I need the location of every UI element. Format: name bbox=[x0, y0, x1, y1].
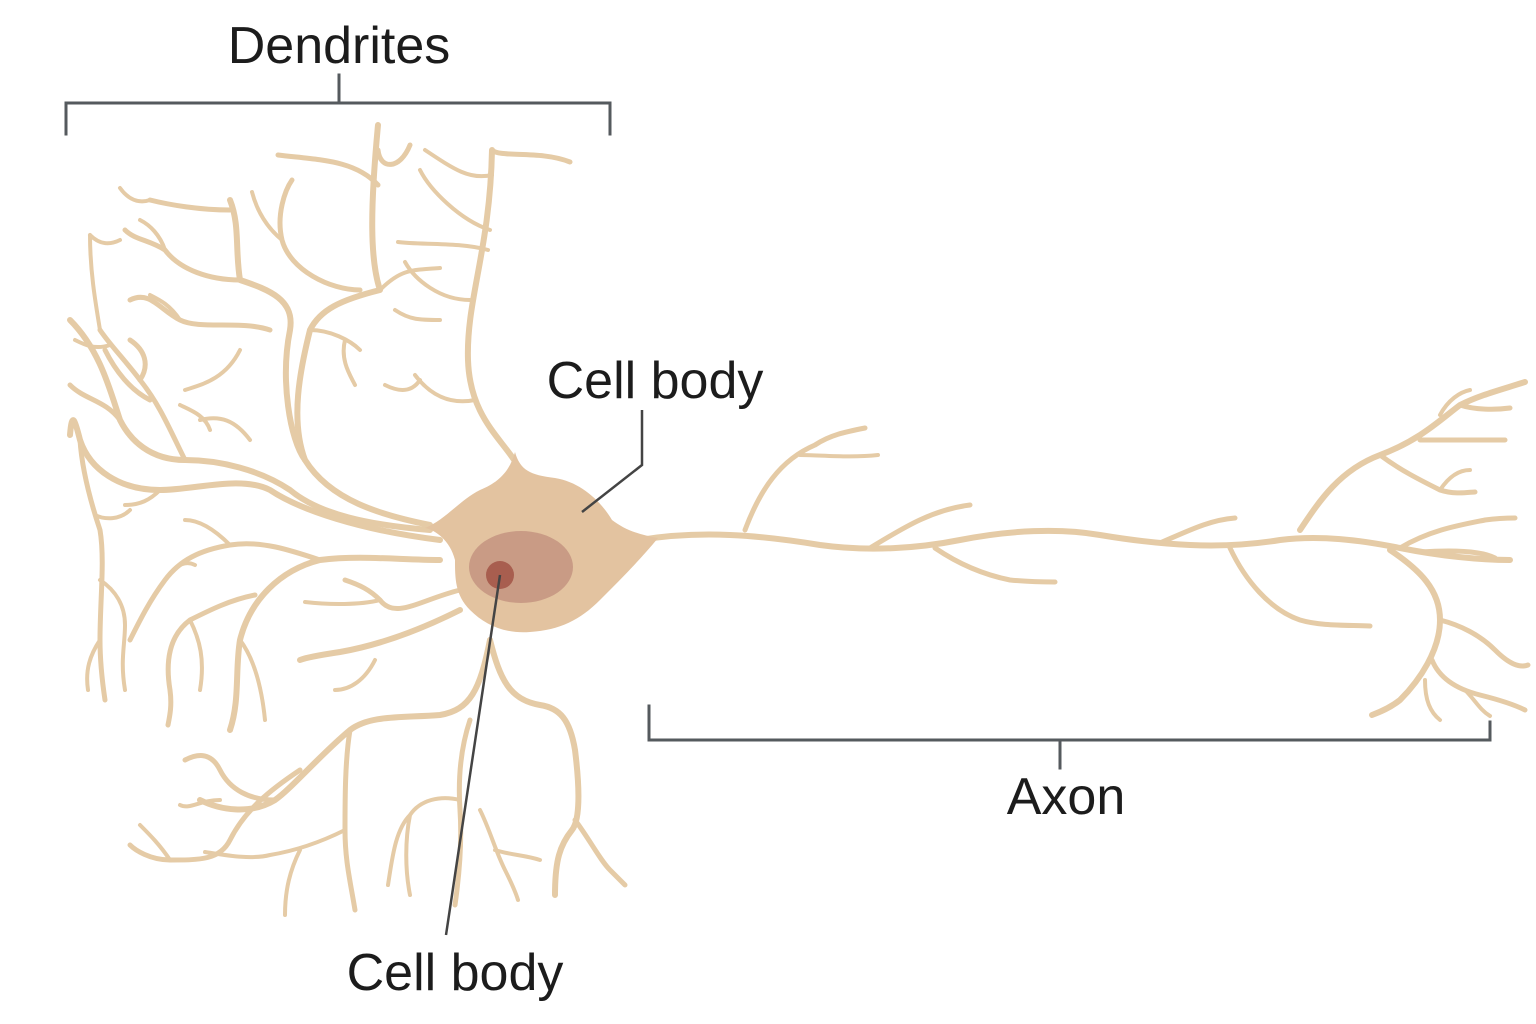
dendrite bbox=[85, 578, 127, 692]
axon-line bbox=[637, 527, 1513, 563]
axon-branch bbox=[932, 545, 1058, 585]
dendrite bbox=[572, 817, 628, 888]
cell-body bbox=[425, 452, 658, 633]
dendrite bbox=[203, 828, 347, 917]
axon-terminal bbox=[1369, 547, 1443, 718]
axon-branch bbox=[867, 502, 973, 551]
axon-terminal bbox=[1429, 657, 1528, 713]
axon-branch bbox=[1157, 515, 1238, 546]
axon-branch bbox=[1227, 545, 1373, 629]
dendrite bbox=[165, 592, 258, 728]
axon-terminal bbox=[1377, 452, 1478, 496]
dendrite bbox=[127, 767, 303, 863]
dendrite bbox=[418, 148, 494, 232]
dendrite bbox=[478, 808, 542, 902]
dendrite bbox=[127, 541, 323, 643]
nucleus bbox=[469, 531, 573, 603]
dendrite bbox=[93, 488, 162, 521]
dendrite bbox=[227, 554, 443, 733]
dendrite bbox=[487, 637, 582, 898]
dendrites-label: Dendrites bbox=[228, 17, 451, 75]
dendrite bbox=[138, 798, 222, 862]
dendrite bbox=[250, 190, 362, 387]
dendrite bbox=[303, 598, 382, 692]
dendrite bbox=[378, 266, 442, 322]
cell-body-lower-leader bbox=[444, 574, 502, 936]
axon-terminal bbox=[1437, 617, 1531, 669]
dendrite bbox=[182, 753, 278, 803]
dendrite bbox=[342, 727, 358, 913]
dendrite bbox=[118, 186, 167, 252]
dendrite bbox=[386, 796, 462, 897]
dendrite-tree bbox=[67, 122, 628, 917]
dendrite bbox=[294, 122, 433, 528]
axon-terminal bbox=[1417, 402, 1513, 443]
axon-shaft bbox=[637, 379, 1531, 722]
axon-terminal bbox=[1297, 379, 1528, 533]
cell-body-upper-leader bbox=[581, 410, 644, 513]
axon-terminal bbox=[1397, 515, 1518, 551]
dendrite bbox=[489, 147, 573, 165]
dendrite bbox=[127, 294, 273, 333]
axon-terminal bbox=[1417, 548, 1498, 561]
dendrite bbox=[277, 177, 363, 293]
dendrite bbox=[183, 518, 232, 547]
dendrite bbox=[148, 293, 242, 392]
dendrite bbox=[396, 240, 490, 302]
axon-terminal bbox=[1438, 388, 1472, 492]
dendrite bbox=[227, 197, 308, 463]
cell-body-lower-label: Cell body bbox=[347, 944, 564, 1002]
dendrite bbox=[297, 607, 463, 663]
dendrite bbox=[452, 717, 473, 908]
dendrite bbox=[163, 561, 267, 722]
axon-label: Axon bbox=[1007, 768, 1126, 826]
dendrite bbox=[122, 197, 243, 283]
dendrites-bracket bbox=[64, 73, 612, 136]
dendrite bbox=[178, 403, 252, 442]
cell-body-upper-label: Cell body bbox=[547, 352, 764, 410]
dendrite bbox=[67, 317, 433, 533]
dendrite bbox=[464, 147, 523, 473]
dendrite bbox=[383, 373, 477, 404]
axon-terminal bbox=[1423, 678, 1492, 722]
dendrite bbox=[73, 233, 122, 350]
axon-branch bbox=[798, 453, 880, 459]
axon-branch bbox=[742, 425, 868, 533]
dendrite bbox=[67, 337, 148, 423]
axon-bracket bbox=[647, 704, 1492, 770]
dendrite bbox=[77, 437, 108, 703]
dendrite bbox=[275, 142, 413, 188]
